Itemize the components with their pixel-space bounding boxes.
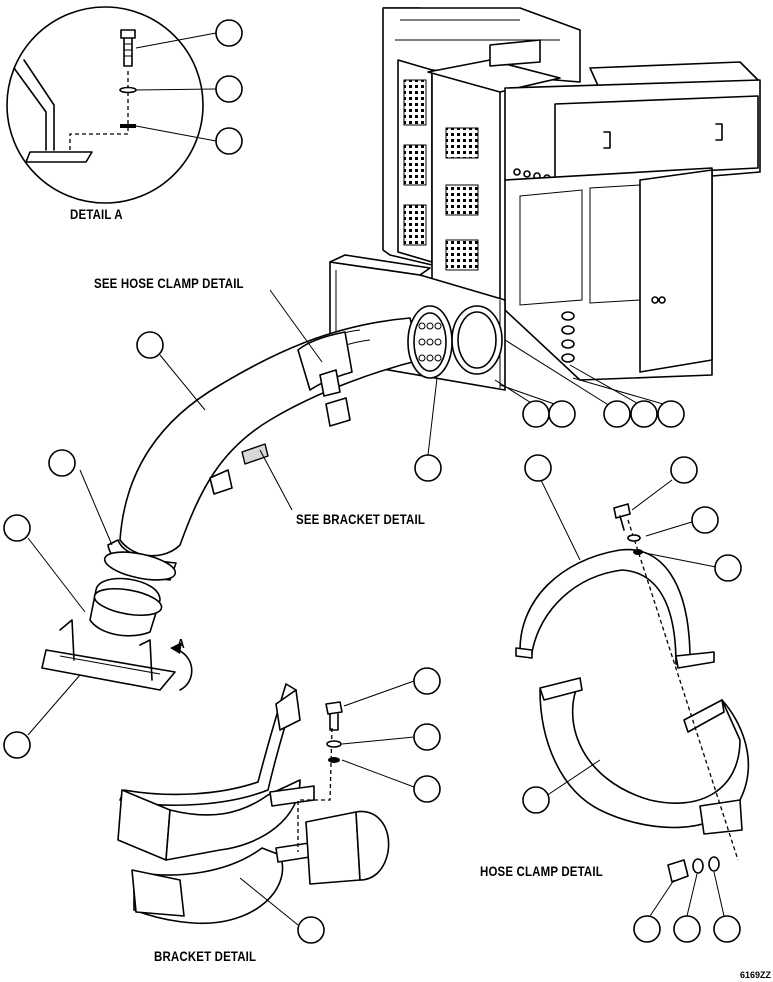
callout-balloon (657, 400, 685, 428)
view-arrow-label: A (177, 636, 185, 651)
callout-balloon (215, 127, 243, 155)
flange-bolt-holes (418, 322, 442, 362)
see-hose-clamp-detail-label: SEE HOSE CLAMP DETAIL (94, 275, 244, 291)
louvre-grille (403, 79, 427, 246)
callout-balloon (48, 449, 76, 477)
callout-balloon (630, 400, 658, 428)
callout-balloon (413, 667, 441, 695)
callout-balloon (548, 400, 576, 428)
detail-a-circle (6, 6, 204, 204)
detail-a-dash-line (69, 70, 129, 150)
callout-balloon (713, 915, 741, 943)
see-bracket-detail-label: SEE BRACKET DETAIL (296, 511, 426, 527)
callout-balloon (136, 331, 164, 359)
view-arrow (177, 649, 193, 691)
bracket-detail-label: BRACKET DETAIL (154, 948, 257, 964)
detail-a-label: DETAIL A (70, 206, 123, 222)
callout-balloon (413, 775, 441, 803)
callout-balloon (524, 454, 552, 482)
callout-balloon (413, 723, 441, 751)
callout-balloon (670, 456, 698, 484)
callout-balloon (297, 916, 325, 944)
duct-hose (41, 305, 453, 691)
fitting-column (561, 311, 575, 363)
detail-a-plate (25, 151, 93, 163)
callout-balloon (603, 400, 631, 428)
callout-balloon (673, 915, 701, 943)
callout-balloon (714, 554, 742, 582)
callout-balloon (691, 506, 719, 534)
hose-clamp-detail (515, 477, 750, 917)
detail-a-nut (120, 124, 136, 128)
callout-balloon (3, 514, 31, 542)
detail-a-inset (6, 6, 243, 204)
machine-unit (329, 7, 761, 407)
detail-a-bolt (120, 29, 136, 67)
callout-balloon (215, 75, 243, 103)
callout-balloon (414, 454, 442, 482)
callout-balloon (522, 786, 550, 814)
callout-balloon (633, 915, 661, 943)
hose-clamp-detail-label: HOSE CLAMP DETAIL (480, 863, 603, 879)
drawing-code: 6169ZZ (740, 970, 772, 980)
callout-balloon (215, 19, 243, 47)
detail-a-bracket-arm (13, 59, 55, 151)
callout-balloon (522, 400, 550, 428)
callout-balloon (3, 731, 31, 759)
bracket-detail (117, 680, 415, 926)
detail-a-washer (119, 86, 137, 94)
